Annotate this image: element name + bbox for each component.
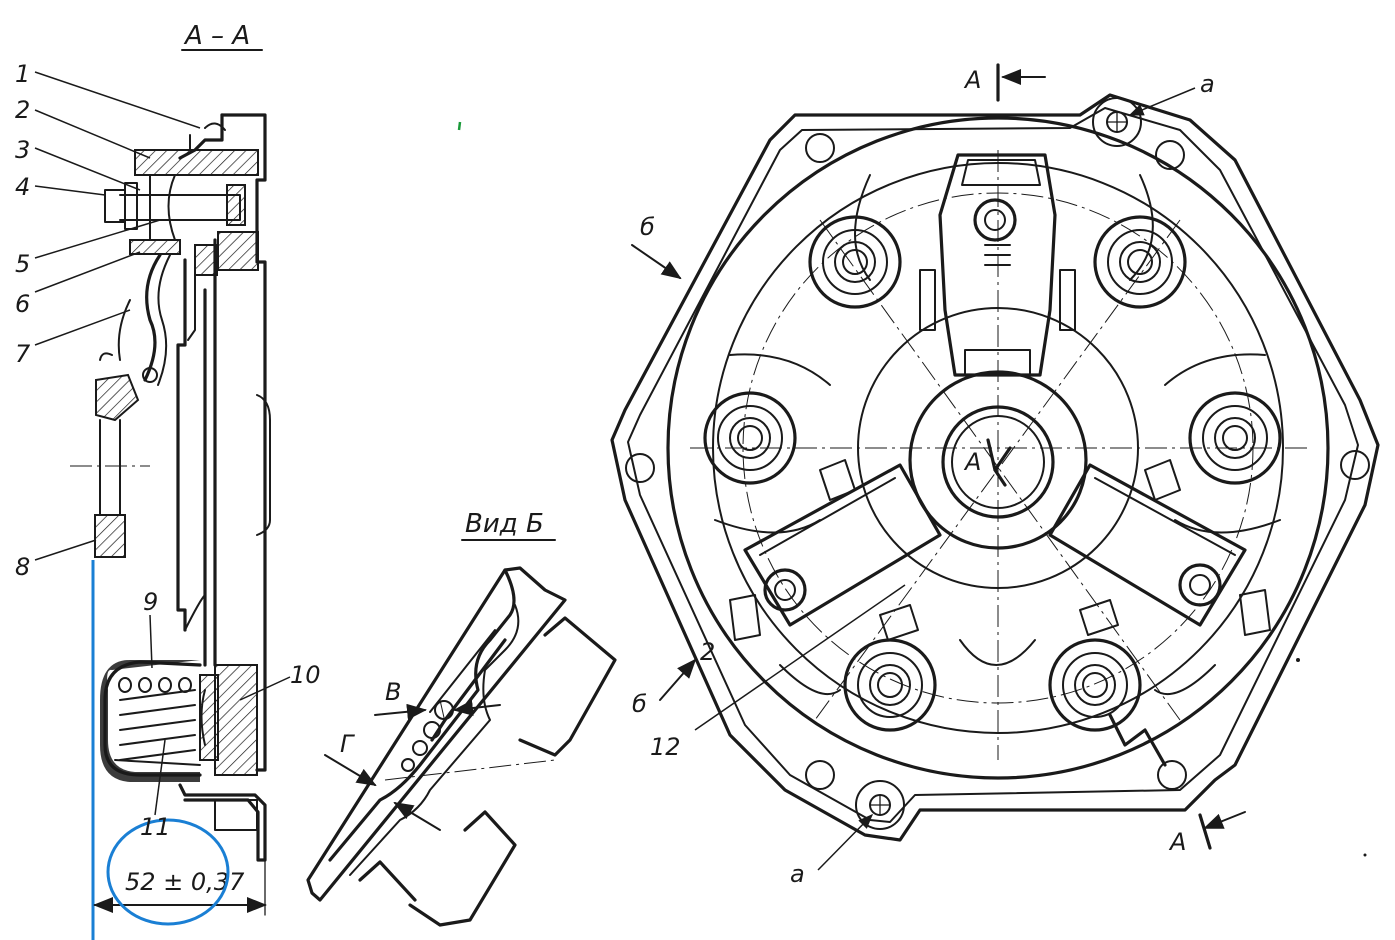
front-view: А — [610, 63, 1380, 888]
label-v: В — [385, 678, 401, 706]
label-a-top: А — [963, 66, 981, 94]
callout-2: 2 — [15, 96, 30, 124]
callout-5: 5 — [15, 250, 30, 278]
callout-11: 11 — [140, 813, 171, 841]
label-center-a: А — [963, 448, 981, 476]
callout-12: 12 — [650, 733, 681, 761]
callout-10: 10 — [290, 661, 321, 689]
callout-9: 9 — [143, 588, 158, 616]
stray-mark — [457, 121, 462, 131]
section-a-a: А – А — [15, 21, 321, 940]
housing-outline — [610, 93, 1380, 842]
dimension-highlight-circle — [106, 818, 230, 926]
label-b-top: б — [640, 213, 655, 241]
label-a-bottom: А — [1168, 828, 1186, 856]
callout-1: 1 — [15, 60, 30, 88]
release-levers — [729, 153, 1271, 641]
label-g: Г — [340, 730, 355, 758]
view-title: Вид Б — [465, 509, 544, 539]
label-a-small-top: а — [1200, 70, 1215, 98]
label-num-2: 2 — [700, 638, 715, 666]
label-a-small-bottom: а — [790, 860, 805, 888]
callout-4: 4 — [15, 173, 30, 201]
spring-pockets — [703, 215, 1282, 732]
label-b-bottom: б — [632, 690, 647, 718]
callout-7: 7 — [15, 340, 31, 368]
callout-3: 3 — [15, 136, 30, 164]
coil-spring — [114, 677, 201, 766]
callout-8: 8 — [15, 553, 30, 581]
callout-6: 6 — [15, 290, 30, 318]
view-b: Вид Б В Г — [306, 509, 617, 927]
section-title: А – А — [183, 21, 250, 51]
